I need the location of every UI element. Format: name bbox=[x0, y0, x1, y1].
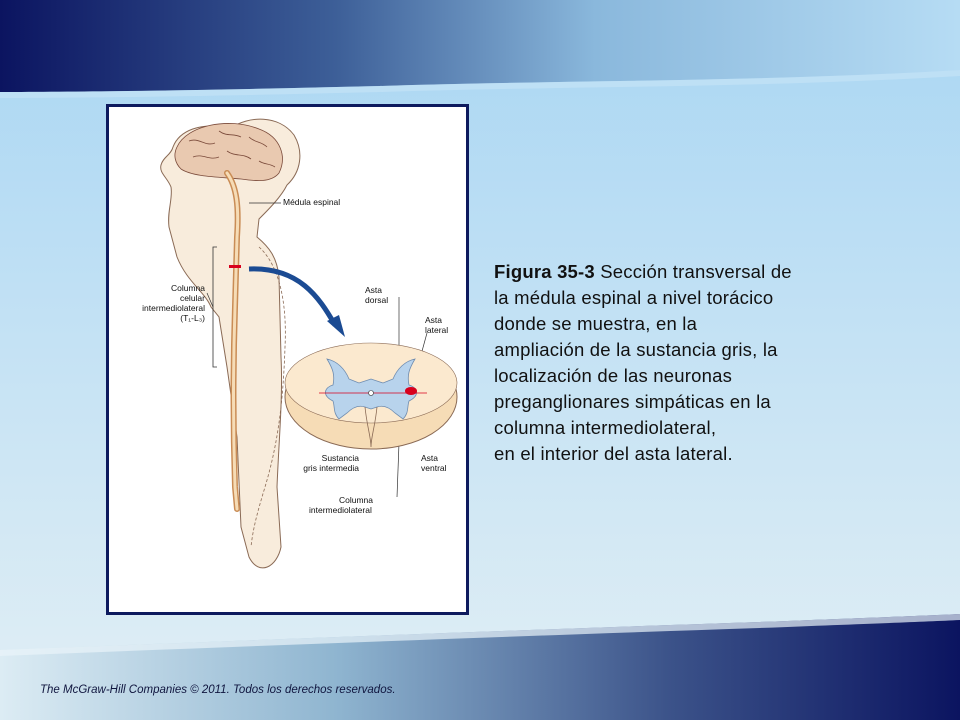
caption-line: ampliación de la sustancia gris, la bbox=[494, 339, 778, 360]
caption-line: columna intermediolateral, bbox=[494, 417, 717, 438]
label-sustancia-gris-line: gris intermedia bbox=[303, 463, 359, 473]
cord-marker bbox=[229, 265, 241, 268]
label-asta-lateral: Asta lateral bbox=[425, 315, 448, 335]
arm-outline bbox=[250, 246, 286, 548]
label-columna-celular: Columna celular intermediolateral (T₁-L₃… bbox=[111, 283, 205, 323]
figure-frame: Médula espinal Columna celular intermedi… bbox=[106, 104, 469, 615]
caption-line: preganglionares simpáticas en la bbox=[494, 391, 771, 412]
label-columna-intermediolateral-line: intermediolateral bbox=[309, 505, 372, 515]
label-columna-celular-line: intermediolateral bbox=[142, 303, 205, 313]
label-columna-celular-line: (T₁-L₃) bbox=[180, 313, 205, 323]
label-columna-intermediolateral-line: Columna bbox=[339, 495, 374, 505]
label-columna-celular-line: celular bbox=[179, 293, 205, 303]
neuron-marker bbox=[405, 387, 417, 395]
anatomy-illustration bbox=[160, 118, 458, 569]
curved-arrow bbox=[248, 266, 345, 337]
caption-line: en el interior del asta lateral. bbox=[494, 443, 733, 464]
caption-figure-number: Figura 35-3 bbox=[494, 261, 595, 282]
label-asta-dorsal: Asta dorsal bbox=[365, 285, 388, 305]
label-columna-celular-line: Columna bbox=[170, 283, 205, 293]
label-asta-lateral-line: lateral bbox=[425, 325, 449, 335]
figure-caption: Figura 35-3 Sección transversal de la mé… bbox=[494, 259, 854, 467]
label-columna-intermediolateral: Columna intermediolateral bbox=[309, 495, 373, 515]
caption-line: donde se muestra, en la bbox=[494, 313, 698, 334]
brain bbox=[174, 123, 283, 182]
label-asta-ventral-line: ventral bbox=[421, 463, 447, 473]
label-asta-ventral-line: Asta bbox=[421, 453, 439, 463]
label-asta-lateral-line: Asta bbox=[425, 315, 443, 325]
label-sustancia-gris-line: Sustancia bbox=[321, 453, 359, 463]
body-outline bbox=[160, 118, 301, 569]
caption-line: Sección transversal de bbox=[594, 261, 792, 282]
caption-line: la médula espinal a nivel torácico bbox=[494, 287, 774, 308]
caption-line: localización de las neuronas bbox=[494, 365, 733, 386]
label-asta-dorsal-line: Asta bbox=[365, 285, 383, 295]
cord-cross-section bbox=[284, 342, 458, 450]
label-asta-dorsal-line: dorsal bbox=[365, 295, 389, 305]
label-medula-espinal: Médula espinal bbox=[283, 197, 341, 207]
copyright-footer: The McGraw-Hill Companies © 2011. Todos … bbox=[40, 684, 396, 696]
gray-matter bbox=[325, 358, 417, 420]
label-sustancia-gris: Sustancia gris intermedia bbox=[269, 453, 359, 473]
label-asta-ventral: Asta ventral bbox=[421, 453, 447, 473]
